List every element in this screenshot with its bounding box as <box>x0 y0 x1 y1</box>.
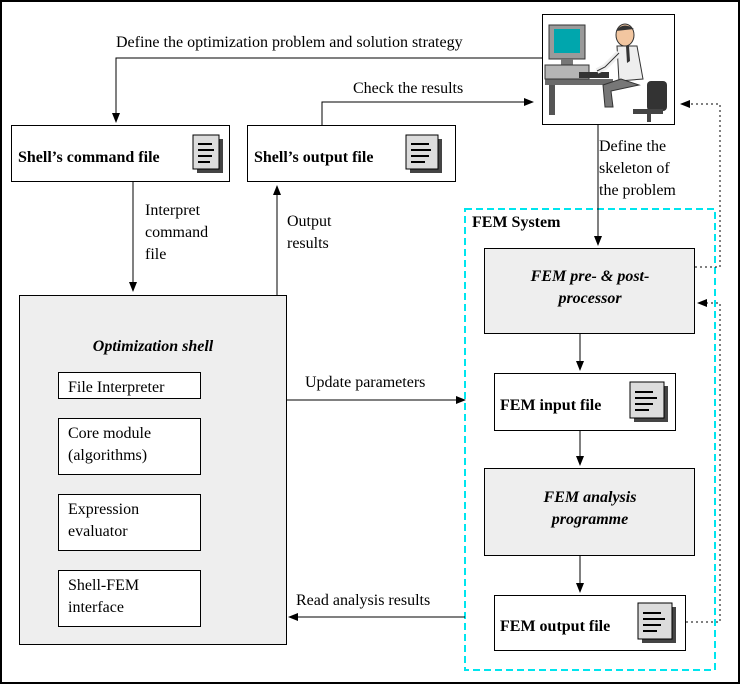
fem-analysis-label: FEM analysis programme <box>543 489 637 528</box>
module-core: Core module (algorithms) <box>58 418 201 475</box>
edge-label-define-skeleton: Define the skeleton of the problem <box>599 138 676 199</box>
fem-input-file-box: FEM input file <box>494 373 676 431</box>
fem-prepost-box: FEM pre- & post-processor <box>484 248 695 334</box>
document-icon <box>637 602 676 643</box>
edge-define-problem <box>112 57 542 123</box>
user-box <box>542 14 675 125</box>
fem-analysis-box: FEM analysis programme <box>484 468 695 556</box>
module-expression-evaluator: Expression evaluator <box>58 494 201 551</box>
document-icon <box>192 134 223 173</box>
fem-system-title: FEM System <box>472 214 561 231</box>
fem-system-boundary <box>464 208 716 671</box>
fem-prepost-label: FEM pre- & post-processor <box>530 268 650 307</box>
edge-label-check-results: Check the results <box>353 80 464 97</box>
edge-label-read-results: Read analysis results <box>296 592 431 609</box>
edge-label-output-results: Output results <box>287 213 332 252</box>
edge-label-define-problem: Define the optimization problem and solu… <box>116 34 463 51</box>
shell-command-file-box: Shell’s command file <box>11 125 230 182</box>
document-icon <box>405 134 442 173</box>
fem-input-file-label: FEM input file <box>500 397 602 414</box>
edge-femoutput-to-prepost <box>686 299 721 623</box>
document-icon <box>629 381 668 422</box>
module-shell-fem-interface: Shell-FEM interface <box>58 570 201 627</box>
optimization-shell-box: Optimization shell File Interpreter Core… <box>19 295 287 645</box>
edge-label-interpret: Interpret command file <box>145 202 209 263</box>
user-at-computer-icon <box>544 23 667 122</box>
optimization-shell-title: Optimization shell <box>92 338 214 355</box>
fem-output-file-box: FEM output file <box>494 595 686 651</box>
shell-output-file-label: Shell’s output file <box>254 149 374 166</box>
edge-label-update-params: Update parameters <box>305 374 426 391</box>
module-file-interpreter: File Interpreter <box>58 372 201 399</box>
fem-output-file-label: FEM output file <box>500 618 611 635</box>
shell-command-file-label: Shell’s command file <box>18 149 160 166</box>
edge-check-results <box>321 98 534 125</box>
shell-output-file-box: Shell’s output file <box>247 125 456 182</box>
edge-prepost-to-user <box>680 100 721 268</box>
